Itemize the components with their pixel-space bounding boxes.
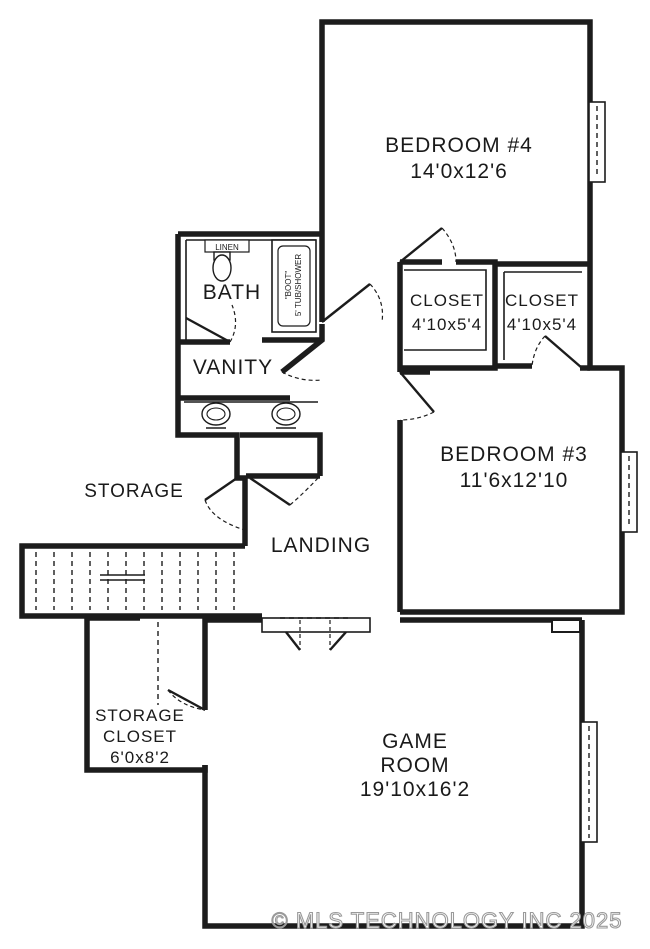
bedroom3-size: 11'6x12'10 bbox=[460, 469, 569, 492]
game-room-size: 19'10x16'2 bbox=[360, 778, 470, 801]
storage-closet-line2: CLOSET bbox=[103, 727, 177, 746]
interior-walls bbox=[178, 239, 590, 401]
storage-closet-line1: STORAGE bbox=[95, 706, 185, 725]
game-room-line2: ROOM bbox=[380, 754, 449, 777]
storage-closet-size: 6'0x8'2 bbox=[110, 748, 170, 767]
linen-label: LINEN bbox=[215, 243, 239, 252]
closet2-size: 4'10x5'4 bbox=[507, 315, 577, 334]
bedroom4-name: BEDROOM #4 bbox=[385, 134, 533, 157]
game-room-line1: GAME bbox=[382, 730, 448, 753]
sink-icon bbox=[271, 402, 301, 429]
tub-label-line1: "BOOT" bbox=[284, 271, 293, 300]
closet2-name: CLOSET bbox=[505, 291, 579, 310]
sink-icon bbox=[201, 402, 231, 429]
closet1-size: 4'10x5'4 bbox=[412, 315, 482, 334]
tub-shower-icon: "BOOT" 5' TUB/SHOWER bbox=[271, 239, 317, 333]
room-labels: BEDROOM #4 14'0x12'6 CLOSET 4'10x5'4 CLO… bbox=[84, 134, 588, 801]
windows bbox=[580, 101, 638, 843]
landing-name: LANDING bbox=[271, 534, 371, 557]
toilet-icon bbox=[212, 251, 232, 282]
bedroom3-name: BEDROOM #3 bbox=[440, 443, 588, 466]
doors bbox=[157, 227, 583, 712]
stairs bbox=[35, 552, 235, 610]
closet1-name: CLOSET bbox=[410, 291, 484, 310]
vanity-name: VANITY bbox=[193, 356, 273, 379]
bedroom4-size: 14'0x12'6 bbox=[410, 160, 508, 183]
copyright-watermark: © MLS TECHNOLOGY INC 2025 bbox=[272, 908, 623, 933]
storage-name: STORAGE bbox=[84, 481, 184, 502]
bath-name: BATH bbox=[203, 281, 261, 304]
bath-fixtures: LINEN "BOOT" 5' TUB/SHOWER bbox=[184, 239, 318, 429]
tub-label-line2: 5' TUB/SHOWER bbox=[294, 254, 303, 317]
